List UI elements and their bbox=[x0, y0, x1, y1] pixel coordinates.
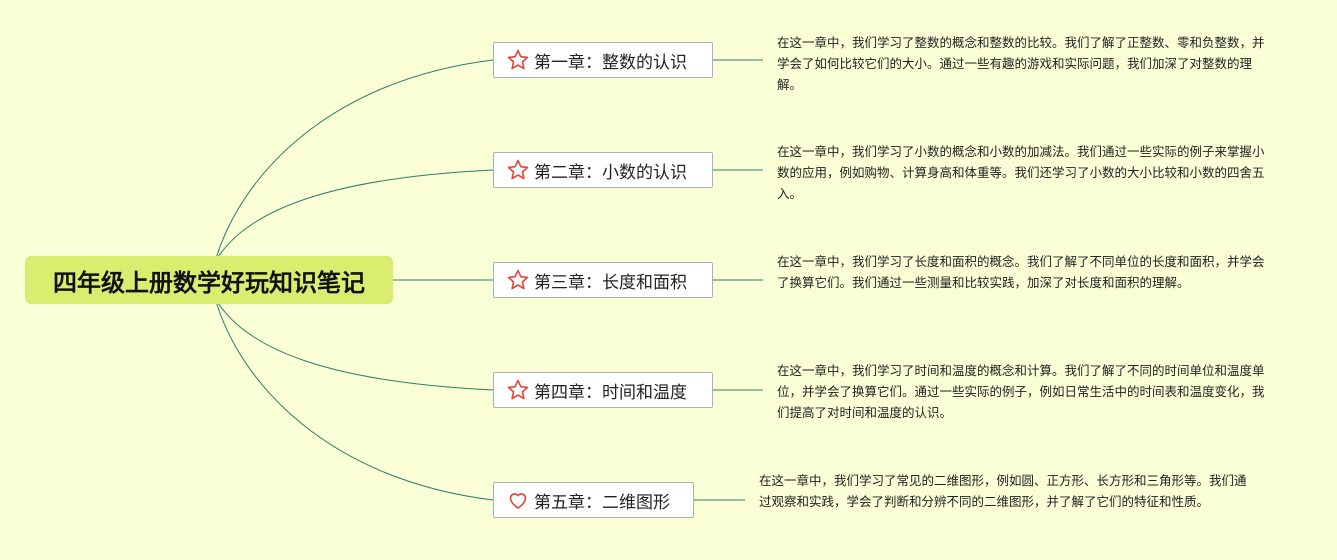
star-icon bbox=[506, 268, 530, 292]
connector-5 bbox=[214, 297, 494, 501]
root-topic[interactable]: 四年级上册数学好玩知识笔记 bbox=[25, 256, 393, 304]
connector-4 bbox=[214, 297, 494, 391]
star-icon bbox=[506, 158, 530, 182]
chapter-3-note: 在这一章中，我们学习了长度和面积的概念。我们了解了不同单位的长度和面积，并学会了… bbox=[777, 254, 1265, 290]
connector-1 bbox=[214, 59, 494, 263]
chapter-2-note: 在这一章中，我们学习了小数的概念和小数的加减法。我们通过一些实际的例子来掌握小数… bbox=[777, 144, 1265, 201]
chapter-5-topic[interactable]: 第五章：二维图形 bbox=[493, 482, 694, 518]
chapter-3-topic[interactable]: 第三章：长度和面积 bbox=[493, 262, 713, 298]
root-title: 四年级上册数学好玩知识笔记 bbox=[53, 268, 365, 297]
chapter-4-topic[interactable]: 第四章：时间和温度 bbox=[493, 372, 713, 408]
chapter-title: 第五章：二维图形 bbox=[534, 492, 670, 513]
heart-icon bbox=[506, 488, 530, 512]
chapter-title: 第四章：时间和温度 bbox=[534, 382, 687, 403]
chapter-title: 第一章：整数的认识 bbox=[534, 52, 687, 73]
connector-2 bbox=[214, 169, 494, 263]
chapter-1-note: 在这一章中，我们学习了整数的概念和整数的比较。我们了解了正整数、零和负整数，并学… bbox=[777, 35, 1265, 92]
chapter-title: 第三章：长度和面积 bbox=[534, 272, 687, 293]
chapter-1-topic[interactable]: 第一章：整数的认识 bbox=[493, 42, 713, 78]
star-icon bbox=[506, 378, 530, 402]
star-icon bbox=[506, 48, 530, 72]
chapter-title: 第二章：小数的认识 bbox=[534, 162, 687, 183]
chapter-4-note: 在这一章中，我们学习了时间和温度的概念和计算。我们了解了不同的时间单位和温度单位… bbox=[777, 363, 1265, 420]
chapter-5-note: 在这一章中，我们学习了常见的二维图形，例如圆、正方形、长方形和三角形等。我们通过… bbox=[759, 473, 1247, 509]
chapter-2-topic[interactable]: 第二章：小数的认识 bbox=[493, 152, 713, 188]
